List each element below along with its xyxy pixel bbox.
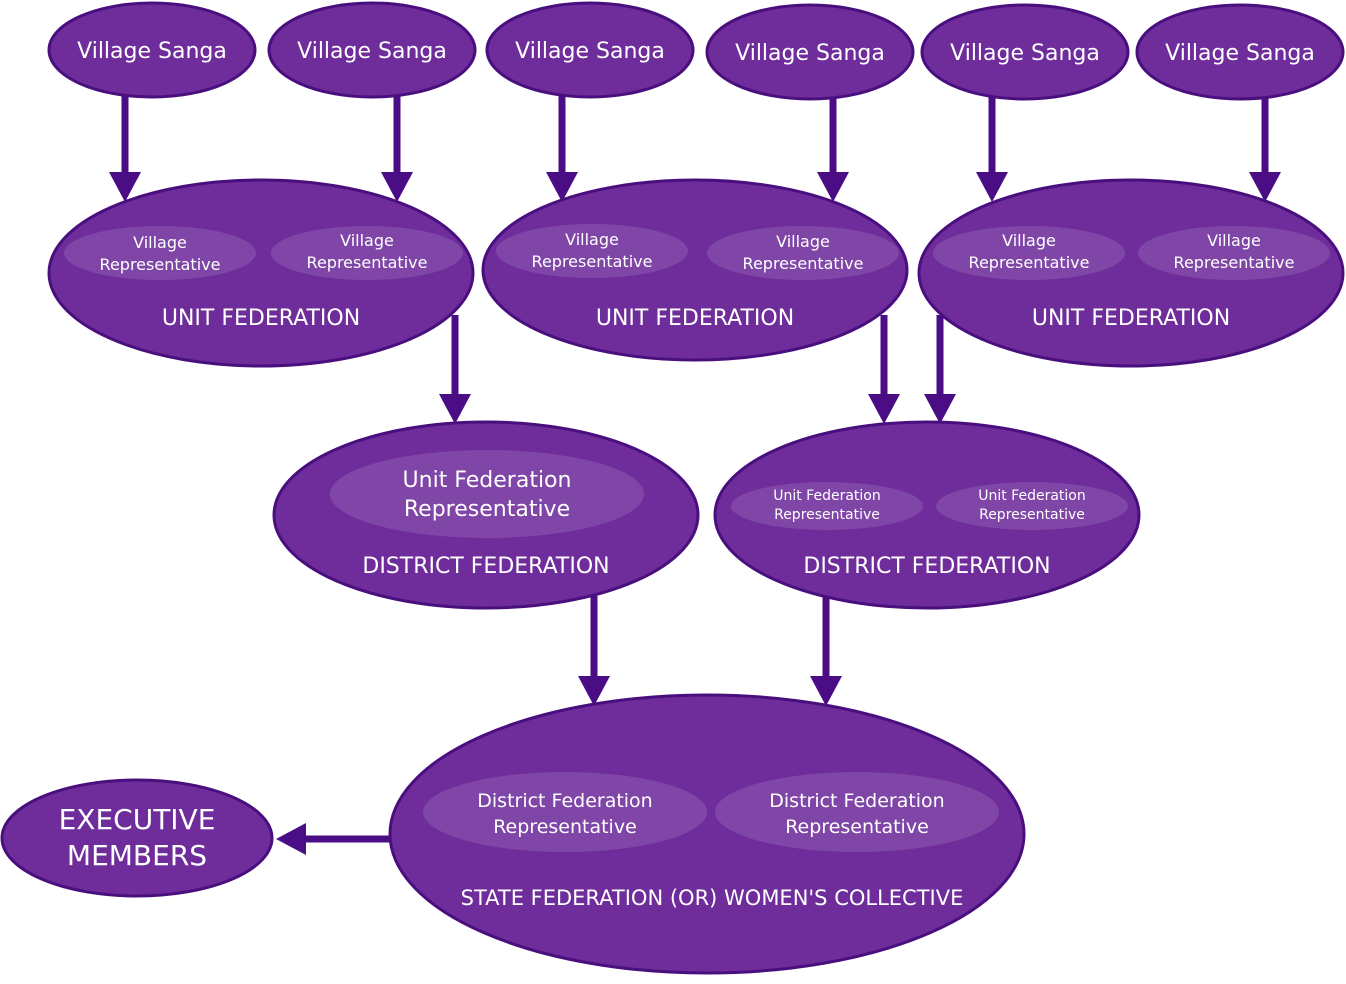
- district-federation-label: DISTRICT FEDERATION: [362, 554, 609, 579]
- unit-federation-label: UNIT FEDERATION: [1032, 306, 1230, 331]
- unit-federation-node: Village Representative Village Represent…: [917, 178, 1345, 368]
- arrow-village4-unit2: [817, 96, 849, 202]
- unit-federation-representative-line1: Unit Federation: [773, 488, 881, 504]
- state-federation-label: STATE FEDERATION (OR) WOMEN'S COLLECTIVE: [461, 886, 964, 910]
- arrow-state-executive: [276, 823, 390, 855]
- arrow-village3-unit2: [546, 96, 578, 202]
- village-representative-bubble: [64, 226, 256, 280]
- village-representative-line1: Village: [1207, 231, 1261, 250]
- unit-federation-representative-bubble: [731, 482, 923, 530]
- executive-label-line2: MEMBERS: [67, 839, 207, 872]
- village-representative-line1: Village: [340, 231, 394, 250]
- village-sanga-row: Village Sanga Village Sanga Village Sang…: [47, 1, 1345, 101]
- arrow-district2-state: [810, 596, 842, 706]
- village-representative-bubble: [1138, 226, 1330, 280]
- district-federation-label: DISTRICT FEDERATION: [803, 554, 1050, 579]
- district-federation-row: Unit Federation Representative DISTRICT …: [272, 420, 1141, 610]
- state-federation-node: District Federation Representative Distr…: [388, 693, 1026, 975]
- village-representative-line2: Representative: [100, 255, 221, 274]
- village-sanga-node: Village Sanga: [705, 3, 915, 101]
- arrow-village1-unit1: [109, 96, 141, 202]
- arrow-unit1-district1: [439, 315, 471, 424]
- district-federation-representative-bubble: [423, 772, 707, 852]
- district-federation-node: Unit Federation Representative Unit Fede…: [713, 420, 1141, 610]
- village-sanga-node: Village Sanga: [267, 1, 477, 99]
- village-sanga-label: Village Sanga: [515, 39, 665, 64]
- unit-federation-label: UNIT FEDERATION: [596, 306, 794, 331]
- village-representative-line2: Representative: [743, 254, 864, 273]
- unit-federation-representative-bubble: [330, 450, 644, 538]
- village-representative-line2: Representative: [1174, 253, 1295, 272]
- village-representative-line2: Representative: [307, 253, 428, 272]
- village-representative-line1: Village: [565, 230, 619, 249]
- village-representative-bubble: [271, 226, 463, 280]
- unit-federation-node: Village Representative Village Represent…: [47, 178, 475, 368]
- village-sanga-node: Village Sanga: [1135, 3, 1345, 101]
- unit-federation-representative-line2: Representative: [774, 507, 880, 523]
- village-representative-bubble: [933, 226, 1125, 280]
- district-federation-node: Unit Federation Representative DISTRICT …: [272, 420, 700, 610]
- arrow-unit2-district2: [868, 315, 900, 424]
- arrow-village5-unit3: [976, 96, 1008, 202]
- executive-members-node: EXECUTIVE MEMBERS: [0, 778, 274, 898]
- village-sanga-node: Village Sanga: [47, 1, 257, 99]
- village-sanga-node: Village Sanga: [485, 1, 695, 99]
- village-representative-line1: Village: [776, 232, 830, 251]
- arrow-village2-unit1: [381, 96, 413, 202]
- unit-federation-representative-line1: Unit Federation: [403, 468, 572, 493]
- district-federation-representative-line1: District Federation: [477, 790, 652, 812]
- village-representative-bubble: [707, 226, 899, 280]
- unit-federation-representative-bubble: [936, 482, 1128, 530]
- district-federation-representative-line2: Representative: [785, 816, 929, 838]
- district-federation-representative-bubble: [715, 772, 999, 852]
- arrow-unit3-district2: [924, 315, 956, 424]
- unit-federation-representative-line2: Representative: [404, 497, 570, 522]
- executive-label-line1: EXECUTIVE: [59, 803, 216, 836]
- district-federation-representative-line2: Representative: [493, 816, 637, 838]
- unit-federation-node: Village Representative Village Represent…: [481, 178, 909, 362]
- village-sanga-label: Village Sanga: [950, 41, 1100, 66]
- unit-federation-row: Village Representative Village Represent…: [47, 178, 1345, 368]
- village-sanga-node: Village Sanga: [920, 3, 1130, 101]
- village-representative-line2: Representative: [969, 253, 1090, 272]
- unit-federation-representative-line2: Representative: [979, 507, 1085, 523]
- village-sanga-label: Village Sanga: [735, 41, 885, 66]
- district-federation-representative-line1: District Federation: [769, 790, 944, 812]
- village-representative-bubble: [496, 224, 688, 278]
- village-sanga-label: Village Sanga: [77, 39, 227, 64]
- arrows: [109, 96, 1281, 855]
- village-representative-line2: Representative: [532, 252, 653, 271]
- village-representative-line1: Village: [133, 233, 187, 252]
- unit-federation-representative-line1: Unit Federation: [978, 488, 1086, 504]
- village-sanga-label: Village Sanga: [297, 39, 447, 64]
- arrow-village6-unit3: [1249, 96, 1281, 202]
- arrow-district1-state: [578, 596, 610, 706]
- village-sanga-label: Village Sanga: [1165, 41, 1315, 66]
- unit-federation-label: UNIT FEDERATION: [162, 306, 360, 331]
- village-representative-line1: Village: [1002, 231, 1056, 250]
